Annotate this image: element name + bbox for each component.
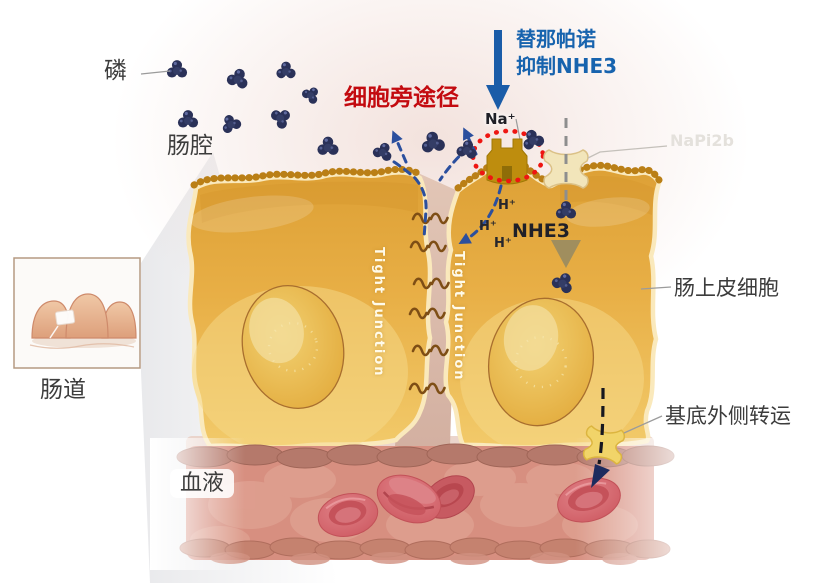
blood-label: 血液 [170,469,235,499]
sodium-label: Na⁺ [485,110,516,128]
basolateral-arrowhead-icon [591,464,610,488]
tight-junction-label-left: Tight Junction [371,247,386,378]
tight-junction-label-right: Tight Junction [451,251,466,382]
right-epithelial-cell [443,156,663,458]
nhe3-transporter [486,138,528,185]
proton-label: H⁺ [494,236,512,251]
nhe3-label: NHE3 [512,220,571,242]
inset-highlight-box [55,309,76,326]
basolateral-path [597,387,605,465]
drug-inhibition-label: 替那帕诺 抑制NHE3 [516,26,617,80]
drug-action: 抑制NHE3 [516,54,618,78]
epithelial-cell-label: 肠上皮细胞 [674,276,779,300]
napi2b-transporter [543,149,589,189]
napi2b-label: NaPi2b [670,131,734,150]
right-cell-nucleus [487,297,595,427]
red-blood-cell [317,493,379,537]
left-epithelial-cell [186,165,433,458]
pointer-lines [140,70,672,434]
proton-label: H⁺ [479,219,497,234]
vessel-fade-left [150,438,245,570]
left-cell-nucleus [241,284,345,410]
drug-name: 替那帕诺 [516,27,596,51]
proton-label: H⁺ [498,198,516,213]
intestine-inset [13,257,141,369]
paracellular-pathway-label: 细胞旁途径 [344,85,459,111]
red-blood-cell [376,474,442,524]
basolateral-transport-label: 基底外侧转运 [665,404,791,428]
inhibit-arrow-icon [486,30,510,110]
red-blood-cell [557,477,621,523]
intestine-label: 肠道 [40,377,86,403]
lumen-label: 肠腔 [167,133,213,159]
transcellular-arrowhead-icon [551,240,581,268]
phosphorus-label: 磷 [104,58,127,84]
villi-illustration [29,293,137,349]
brush-border [190,165,425,189]
basolateral-transporter [582,425,626,465]
